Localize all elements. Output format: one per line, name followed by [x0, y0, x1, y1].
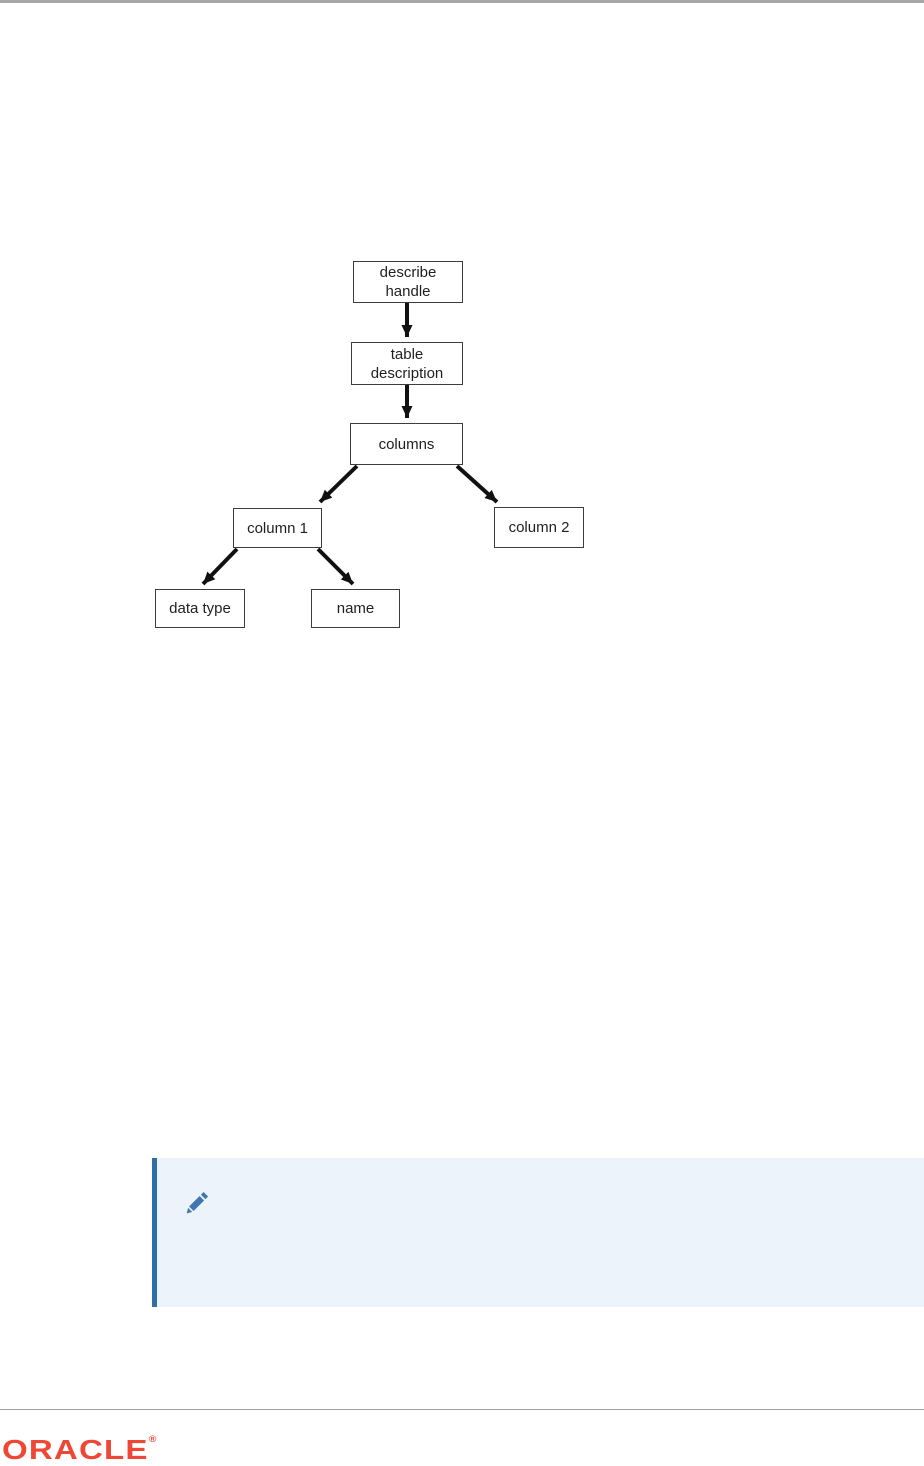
diagram-node-column-1: column 1	[233, 508, 322, 548]
diagram-node-name: name	[311, 589, 400, 628]
footer-divider	[0, 1409, 924, 1410]
diagram-node-table-description: table description	[351, 342, 463, 385]
pencil-icon	[184, 1188, 212, 1216]
diagram-arrows	[201, 303, 499, 586]
table-description-tree-diagram: describe handle table description column…	[0, 0, 924, 660]
diagram-node-columns: columns	[350, 423, 463, 465]
top-border-bar	[0, 0, 924, 3]
oracle-logo-text: ORACLE	[2, 1434, 149, 1465]
oracle-logo: ORACLE®	[2, 1434, 156, 1466]
registered-trademark-mark: ®	[148, 1434, 157, 1444]
diagram-node-column-2: column 2	[494, 507, 584, 548]
diagram-node-data-type: data type	[155, 589, 245, 628]
diagram-node-describe-handle: describe handle	[353, 261, 463, 303]
note-callout	[152, 1158, 924, 1307]
